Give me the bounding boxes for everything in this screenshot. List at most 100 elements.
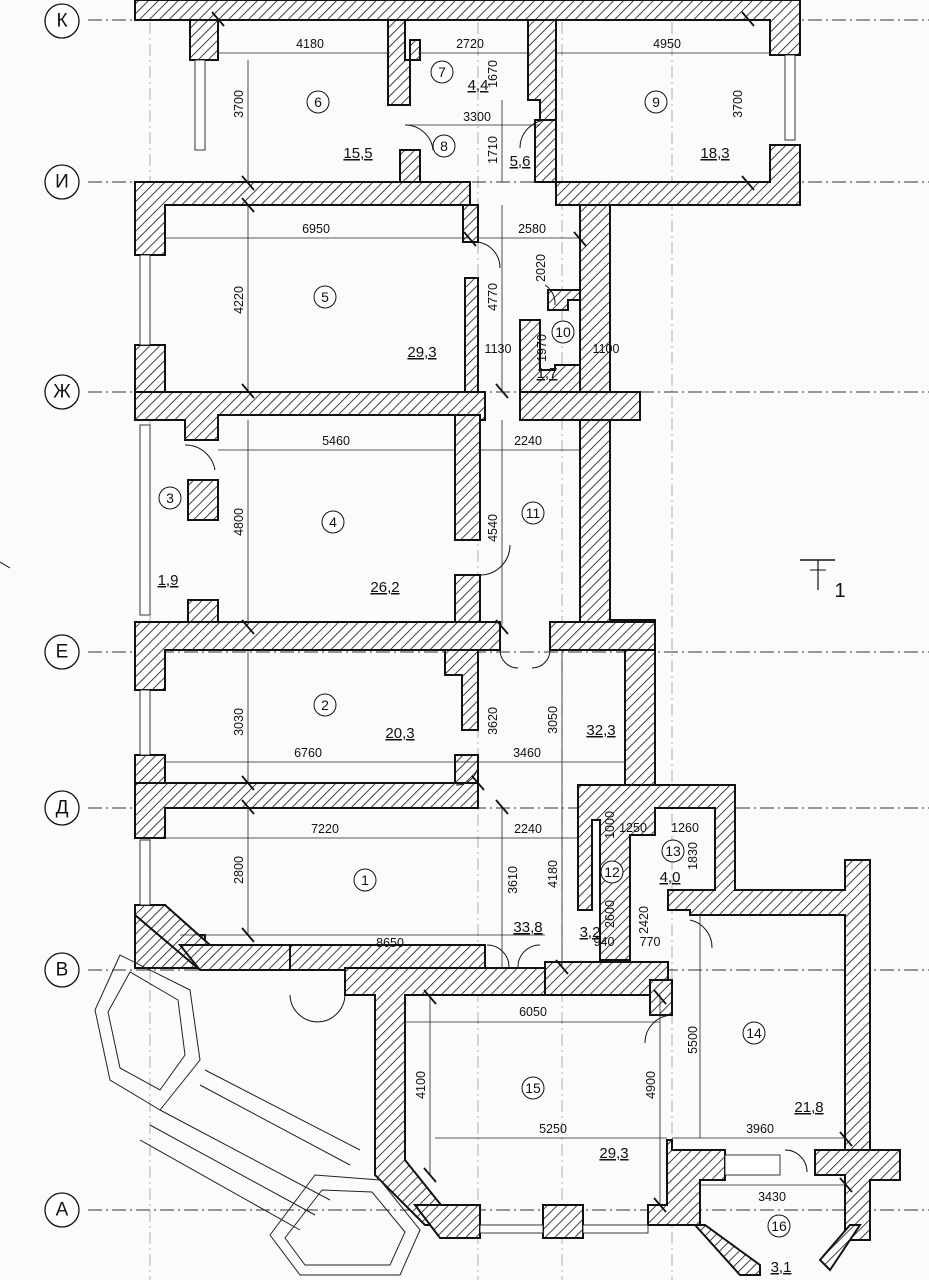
wall-11-right (624, 649, 656, 786)
dimension-label-24: 3460 (513, 746, 541, 760)
wall-16-right (818, 1224, 862, 1272)
dimension-label-16: 5460 (322, 434, 350, 448)
wall-bottom-pier-1 (542, 1204, 584, 1239)
room-area-15: 29,3 (599, 1145, 628, 1162)
wall-bottom-right (814, 1149, 901, 1241)
room-area-5: 29,3 (407, 344, 436, 361)
dimension-label-36: 8650 (376, 936, 404, 950)
axis-bubble-v (44, 952, 80, 988)
wall-4-11-bottom (454, 574, 481, 626)
dimension-label-39: 6050 (519, 1005, 547, 1019)
axis-bubble-k (44, 3, 80, 39)
axis-bubble-e (44, 634, 80, 670)
dimension-label-35: 2420 (637, 906, 651, 934)
dimension-label-11: 2020 (534, 254, 548, 282)
dimension-label-14: 1970 (535, 334, 549, 362)
dimension-label-34: 2600 (603, 900, 617, 928)
wall-pier-3 (187, 479, 219, 521)
wall-bottom-pier-2 (412, 1204, 481, 1239)
room-number-7: 7 (438, 64, 446, 80)
axis-label-zh: Ж (53, 382, 71, 403)
wall-6-7 (387, 19, 421, 106)
wall-5-right-top (462, 204, 479, 243)
wall-row-i-left (134, 181, 471, 256)
dimension-label-30: 1830 (686, 842, 700, 870)
dimension-label-1: 2720 (456, 37, 484, 51)
room-area-6: 15,5 (343, 145, 372, 162)
dimension-label-15: 1100 (593, 342, 620, 356)
axis-label-v: В (56, 960, 69, 981)
dimension-label-6: 3700 (731, 90, 745, 118)
room-area-4: 26,2 (370, 579, 399, 596)
room-area-1: 33,8 (513, 919, 542, 936)
dimension-label-20: 3030 (232, 708, 246, 736)
dimension-label-28: 1260 (671, 821, 699, 835)
wall-5-right-bottom (464, 277, 479, 393)
wall-10-top (547, 289, 581, 311)
room-number-16: 16 (771, 1218, 787, 1234)
dimension-label-23: 3050 (546, 706, 560, 734)
room-number-2: 2 (321, 697, 329, 713)
room-number-13: 13 (665, 843, 681, 859)
wall-top-left-pier (189, 19, 219, 61)
wall-row-e-left (134, 621, 501, 691)
wall-16-left (692, 1224, 761, 1276)
dimension-label-19: 4540 (486, 514, 500, 542)
dimension-label-45: 3430 (758, 1190, 786, 1204)
wall-row-v-mid (344, 967, 546, 1226)
room-number-9: 9 (652, 94, 660, 110)
wall-12-13 (577, 784, 871, 1191)
dimension-label-29: 1000 (603, 811, 617, 839)
axis-bubble-a (44, 1192, 80, 1228)
room-area-9: 18,3 (700, 145, 729, 162)
dimension-labels: 4180 2720 4950 3700 1670 3300 3700 1710 … (232, 37, 786, 1204)
wall-row-d (134, 782, 479, 839)
axis-bubbles: К И Ж Е Д В А (44, 3, 80, 1228)
doors (184, 119, 808, 1173)
axis-label-e: Е (56, 642, 69, 663)
dimension-label-10: 4220 (232, 286, 246, 314)
room-area-13: 4,0 (660, 869, 681, 886)
wall-row-i-mid (399, 149, 421, 183)
porch-stairs (94, 954, 421, 1276)
axis-label-k: К (56, 11, 67, 32)
wall-2-right (444, 649, 479, 731)
room-number-1: 1 (361, 872, 369, 888)
axis-bubble-i (44, 164, 80, 200)
axis-label-i: И (55, 172, 69, 193)
dimension-label-43: 5250 (539, 1122, 567, 1136)
room-area-11: 32,3 (586, 722, 615, 739)
dimension-label-18: 4800 (232, 508, 246, 536)
room-labels: 1 33,8 2 20,3 3 1,9 4 26,2 5 29,3 6 15,5… (158, 60, 824, 1276)
dimension-label-42: 4900 (644, 1071, 658, 1099)
dimension-label-12: 4770 (486, 283, 500, 311)
walls (134, 0, 901, 1276)
wall-top (134, 0, 801, 56)
room-area-12: 3,2 (580, 924, 601, 941)
windows (139, 54, 796, 1234)
room-area-14: 21,8 (794, 1099, 823, 1116)
dimension-label-38: 770 (640, 935, 661, 949)
dimension-label-33: 4180 (546, 860, 560, 888)
dimension-label-17: 2240 (514, 434, 542, 448)
axis-bubble-d (44, 790, 80, 826)
room-number-10: 10 (555, 324, 571, 340)
wall-left-5 (134, 344, 166, 393)
room-number-5: 5 (321, 289, 329, 305)
wall-row-zh (134, 391, 486, 441)
room-number-8: 8 (440, 138, 448, 154)
wall-row-v-left (177, 944, 291, 971)
wall-15-14-lower (647, 1139, 726, 1226)
dimension-label-0: 4180 (296, 37, 324, 51)
room-area-8: 5,6 (510, 153, 531, 170)
dimension-label-8: 6950 (302, 222, 330, 236)
room-number-15: 15 (525, 1080, 541, 1096)
dimension-label-2: 4950 (653, 37, 681, 51)
room-number-3: 3 (166, 490, 174, 506)
dimension-label-25: 7220 (311, 822, 339, 836)
room-number-11: 11 (526, 505, 541, 521)
room-area-2: 20,3 (385, 725, 414, 742)
dimension-label-9: 2580 (518, 222, 546, 236)
axis-bubble-zh (44, 374, 80, 410)
